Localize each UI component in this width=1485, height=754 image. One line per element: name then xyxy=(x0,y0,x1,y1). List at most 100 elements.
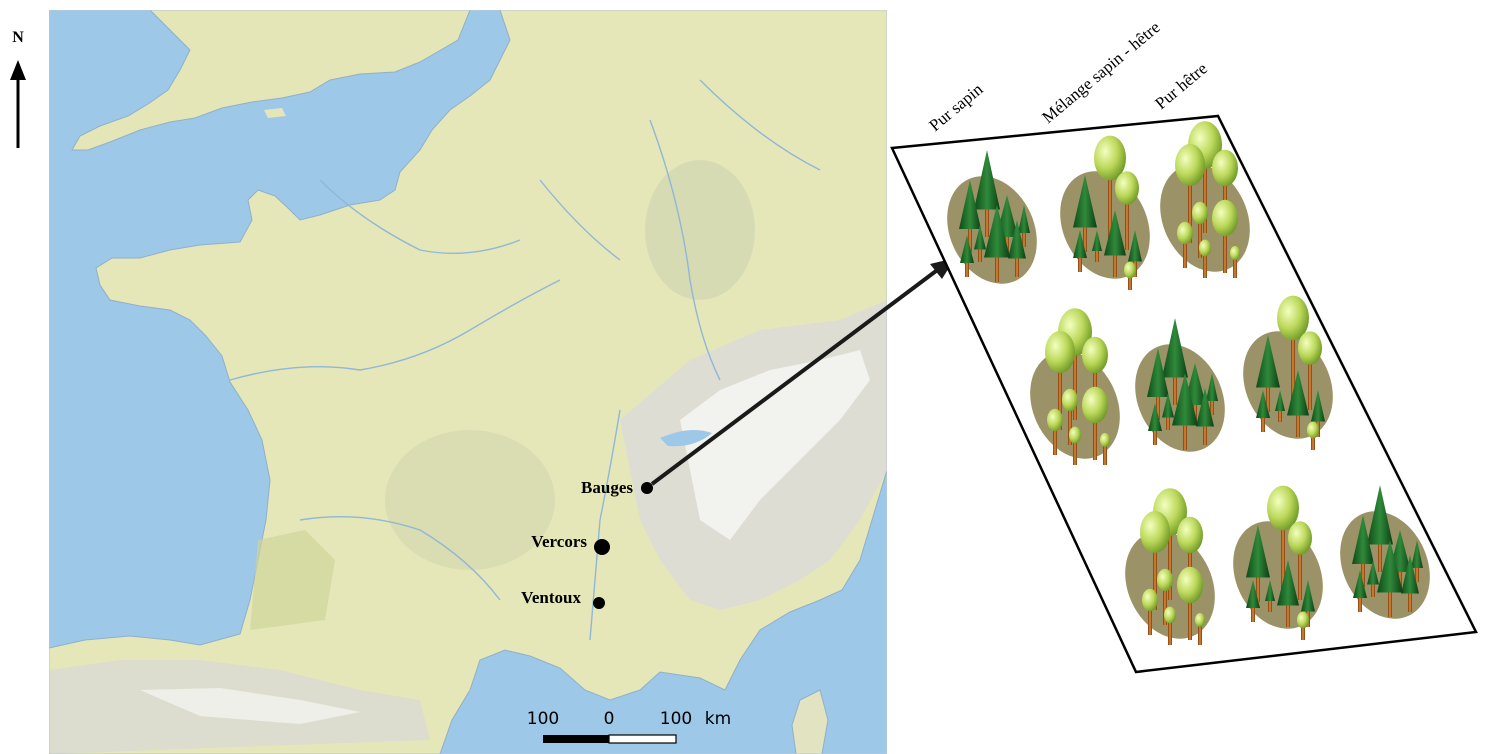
site-dot-vercors xyxy=(594,539,610,555)
site-dot-bauges xyxy=(641,482,653,494)
fir-tree xyxy=(1092,230,1102,262)
corsica-island xyxy=(791,689,829,754)
beech-tree xyxy=(1177,566,1203,640)
beech-tree xyxy=(1307,421,1319,450)
beech-tree xyxy=(1177,221,1193,268)
fir-tree xyxy=(1104,210,1126,277)
fir-tree xyxy=(1352,515,1374,587)
fir-tree xyxy=(960,235,974,277)
site-label-bauges: Bauges xyxy=(581,478,633,497)
beech-tree xyxy=(1195,613,1205,645)
scale-unit: km xyxy=(705,709,731,729)
fir-tree xyxy=(1377,540,1403,617)
plots-layer xyxy=(947,121,1430,645)
mediterranean-sea xyxy=(452,660,887,754)
fir-tree xyxy=(1287,370,1309,437)
fir-tree xyxy=(1162,393,1174,430)
column-label-pur-hetre: Pur hêtre xyxy=(1151,59,1211,113)
fir-tree xyxy=(1256,390,1270,432)
fir-tree xyxy=(974,150,1000,237)
forest-plot-mixed-2-1 xyxy=(1233,485,1323,640)
forest-plot-fir-2-2 xyxy=(1340,485,1430,619)
great-britain-landmass xyxy=(71,10,471,151)
column-labels: Pur sapin Mélange sapin - hêtre Pur hêtr… xyxy=(925,18,1211,136)
site-markers: Bauges Vercors Ventoux xyxy=(521,478,653,609)
fir-tree xyxy=(1256,335,1280,412)
forest-plot-beech-2-0 xyxy=(1125,488,1215,645)
north-arrow: N xyxy=(10,29,26,148)
alps-snow xyxy=(680,350,870,540)
vosges-relief xyxy=(645,160,755,300)
forest-plot-fir-1-1 xyxy=(1135,318,1225,452)
fir-tree xyxy=(1265,580,1275,612)
forest-plot-beech-0-2 xyxy=(1160,121,1250,278)
beech-tree xyxy=(1069,426,1081,465)
site-label-ventoux: Ventoux xyxy=(521,588,581,607)
beech-tree xyxy=(1230,246,1240,278)
fir-tree xyxy=(974,225,986,262)
fir-tree xyxy=(1008,220,1026,277)
fir-tree xyxy=(1401,555,1419,612)
beech-tree xyxy=(1062,388,1078,445)
north-arrow-head xyxy=(10,60,26,80)
beech-tree xyxy=(1094,135,1126,240)
fir-tree xyxy=(1073,230,1087,272)
fir-tree xyxy=(1367,560,1379,597)
lake-geneva xyxy=(660,429,712,447)
forest-plot-mixed-0-1 xyxy=(1060,135,1150,290)
site-dot-ventoux xyxy=(593,597,605,609)
fir-tree xyxy=(1206,373,1218,415)
beech-tree xyxy=(1277,295,1309,400)
fir-tree xyxy=(1148,403,1162,445)
isle-of-wight xyxy=(264,108,286,118)
site-label-vercors: Vercors xyxy=(531,532,587,551)
landes-forest xyxy=(250,530,335,630)
beech-tree xyxy=(1082,386,1108,460)
fir-tree xyxy=(1367,485,1393,572)
fir-tree xyxy=(1246,580,1260,622)
fir-tree xyxy=(959,180,981,252)
fir-tree xyxy=(984,205,1010,282)
beech-tree xyxy=(1212,199,1238,273)
rivers xyxy=(229,79,821,641)
north-label: N xyxy=(12,29,24,46)
beech-tree xyxy=(1199,239,1211,278)
column-label-pur-sapin: Pur sapin xyxy=(925,79,986,135)
fir-tree xyxy=(1277,560,1299,627)
fir-tree xyxy=(1196,388,1214,445)
forest-plot-mixed-1-2 xyxy=(1243,295,1333,450)
beech-tree xyxy=(1164,606,1176,645)
beech-tree xyxy=(1192,201,1208,258)
pyrenees-snow xyxy=(140,688,360,724)
massif-central-relief xyxy=(385,430,555,570)
scale-mid-value: 0 xyxy=(604,709,615,729)
fir-tree xyxy=(1246,525,1270,602)
beech-tree xyxy=(1175,144,1205,243)
beech-tree xyxy=(1297,611,1309,640)
plot-diagram xyxy=(890,114,1478,674)
scale-bar-white xyxy=(608,734,677,744)
forest-plot-beech-1-0 xyxy=(1030,308,1120,465)
beech-tree xyxy=(1157,568,1173,625)
beech-tree xyxy=(1298,331,1322,410)
beech-tree xyxy=(1124,261,1136,290)
fir-tree xyxy=(1172,373,1198,450)
fir-tree xyxy=(1073,175,1097,252)
beech-tree xyxy=(1288,521,1312,600)
fir-tree xyxy=(1162,318,1188,405)
beech-tree xyxy=(1140,511,1170,610)
fir-tree xyxy=(1147,348,1169,420)
scale-bar: 100 0 100 km xyxy=(527,709,731,744)
beech-tree xyxy=(1115,171,1139,250)
france-map xyxy=(49,10,887,754)
fir-tree xyxy=(1275,390,1285,422)
fir-tree xyxy=(1018,205,1030,247)
scale-right-value: 100 xyxy=(660,709,692,729)
beech-tree xyxy=(1267,485,1299,590)
beech-tree xyxy=(1142,588,1158,635)
scale-left-value: 100 xyxy=(527,709,559,729)
forest-plot-fir-0-0 xyxy=(947,150,1037,284)
beech-tree xyxy=(1045,331,1075,430)
beech-tree xyxy=(1100,433,1110,465)
